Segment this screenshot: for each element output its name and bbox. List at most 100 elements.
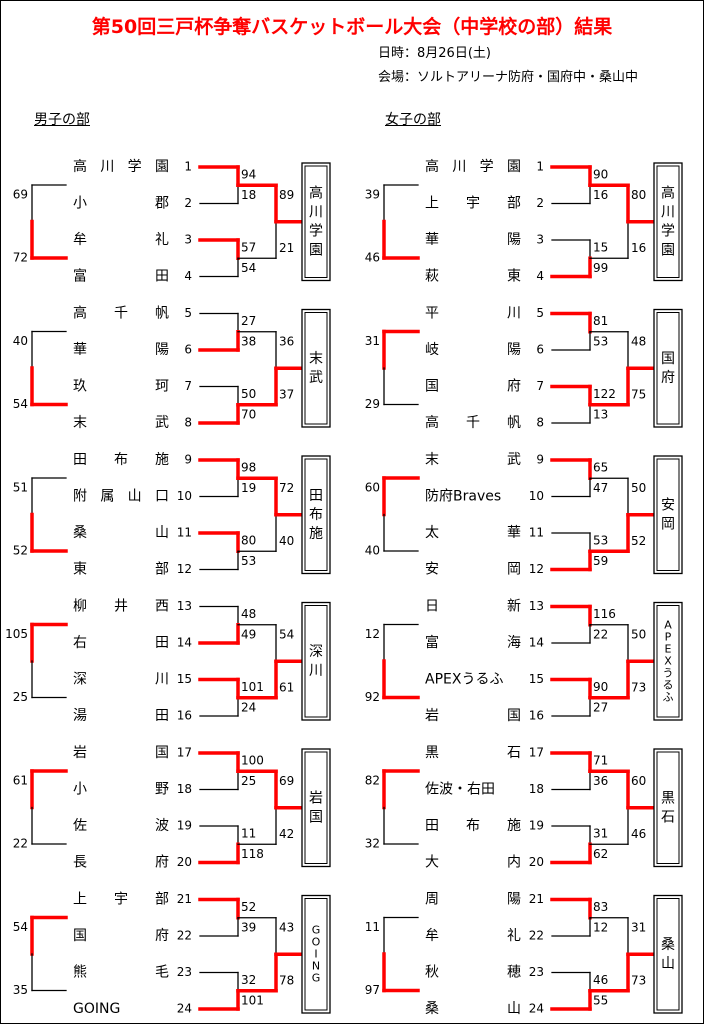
boys-block-4-r1-m2-score-top: 101 [241, 680, 264, 694]
boys-block-4-r1-m1-score-top: 48 [241, 607, 256, 621]
boys-block-6-team-4-seed: 24 [177, 1002, 192, 1016]
boys-block-4-champion-box-outer [301, 601, 331, 721]
girls-block-4-r1-m1-score-top: 116 [593, 607, 616, 621]
boys-block-6-r1-m1-score-bottom: 39 [241, 921, 256, 935]
boys-block-3-left-score-bottom: 52 [13, 544, 28, 558]
girls-block-3-r1-m2-score-top: 53 [593, 534, 608, 548]
boys-block-2-team-1-seed: 5 [184, 306, 192, 320]
boys-block-5-team-4-name: 長府 [73, 855, 169, 871]
girls-block-3-champion-box-inner [656, 458, 680, 571]
boys-block-5-team-2-name: 小野 [73, 782, 169, 798]
boys-block-1-champion-name: 高川学園 [309, 184, 323, 258]
boys-block-3-r1-m1-score-top: 98 [241, 461, 256, 475]
girls-block-4-r2-score-top: 50 [631, 627, 646, 641]
girls-block-1-r1-m1-score-bottom: 16 [593, 188, 608, 202]
boys-block-5-r1-m2-score-bottom: 118 [241, 847, 264, 861]
girls-block-5-team-3-name: 田布施 [425, 818, 521, 834]
girls-block-6-team-1-seed: 21 [529, 892, 544, 906]
date-line: 日時：8月26日(土) [378, 46, 491, 61]
boys-block-4-r1-m2-score-bottom: 24 [241, 701, 256, 715]
girls-block-1-r1-m1-score-top: 90 [593, 168, 608, 182]
boys-block-5-r2-score-top: 69 [279, 774, 294, 788]
boys-block-1-r1-m2-score-top: 57 [241, 241, 256, 255]
girls-block-6-team-4-seed: 24 [529, 1002, 544, 1016]
girls-block-2-team-4-name: 高千帆 [425, 414, 521, 431]
boys-block-3-champion-box-outer [301, 455, 331, 575]
girls-block-2-team-1-name: 平川 [425, 306, 521, 322]
boys-block-2-champion-box-inner [304, 312, 328, 425]
girls-block-5-left-score-top: 82 [365, 774, 380, 788]
boys-block-1-r1-m1-score-bottom: 18 [241, 188, 256, 202]
girls-block-1-team-1-seed: 1 [536, 160, 544, 174]
boys-block-6-champion-box-outer [301, 894, 331, 1014]
girls-block-3-team-3-seed: 11 [529, 526, 544, 540]
girls-block-2-team-3-name: 国府 [425, 379, 521, 395]
girls-block-1-team-2-seed: 2 [536, 196, 544, 210]
girls-block-4-team-4-seed: 16 [529, 709, 544, 723]
girls-block-4-team-2-seed: 14 [529, 636, 544, 650]
girls-block-1-r1-m2-score-top: 15 [593, 241, 608, 255]
girls-block-5-team-1-seed: 17 [529, 746, 544, 760]
boys-block-5-r1-m2-score-top: 11 [241, 827, 256, 841]
boys-block-1-team-2-seed: 2 [184, 196, 192, 210]
girls-block-4-team-1-name: 日新 [425, 599, 521, 615]
girls-block-1-champion-box-inner [656, 165, 680, 278]
girls-block-3-r2-score-top: 50 [631, 481, 646, 495]
girls-block-6-r1-m1-score-top: 83 [593, 900, 608, 914]
boys-block-4-r2-score-bottom: 61 [279, 680, 294, 694]
boys-block-5-champion-box-outer [301, 748, 331, 868]
boys-block-5-team-3-seed: 19 [177, 819, 192, 833]
girls-block-6-r1-m2-score-top: 46 [593, 973, 608, 987]
boys-block-6-r2-score-bottom: 78 [279, 973, 294, 987]
boys-block-5-team-2-seed: 18 [177, 782, 192, 796]
boys-block-4-champion-name: 深川 [309, 644, 323, 679]
girls-block-4-r1-m1-score-bottom: 22 [593, 628, 608, 642]
girls-block-3-champion-name: 安岡 [661, 497, 675, 532]
boys-block-1-team-3-name: 牟礼 [73, 232, 169, 248]
boys-block-4-team-3-name: 深川 [73, 672, 169, 688]
boys-block-3-r1-m2-score-bottom: 53 [241, 554, 256, 568]
girls-block-6-champion-box-outer [653, 894, 683, 1014]
girls-block-5-r1-m2-score-top: 31 [593, 827, 608, 841]
boys-block-4-team-2-seed: 14 [177, 636, 192, 650]
boys-section-heading: 男子の部 [34, 112, 90, 128]
boys-block-1-team-4-name: 富田 [73, 268, 169, 285]
boys-block-1-r1-m2-score-bottom: 54 [241, 261, 256, 275]
girls-block-2-r1-m2-score-top: 122 [593, 387, 616, 401]
boys-block-4-r2-score-top: 54 [279, 627, 294, 641]
girls-block-2-r1-m1-score-bottom: 53 [593, 335, 608, 349]
boys-block-3-team-1-seed: 9 [184, 453, 192, 467]
boys-block-6-r1-m2-score-bottom: 101 [241, 994, 264, 1008]
girls-block-6-left-score-bottom: 97 [365, 983, 380, 997]
boys-block-5-champion-box-inner [304, 751, 328, 864]
girls-block-1-left-score-top: 39 [365, 188, 380, 202]
girls-block-2-team-2-seed: 6 [536, 343, 544, 357]
girls-block-4-team-3-name: APEXうるふ [425, 672, 503, 688]
girls-block-6-r2-score-bottom: 73 [631, 973, 646, 987]
boys-block-1-team-1-seed: 1 [184, 160, 192, 174]
girls-block-5-r2-score-bottom: 46 [631, 827, 646, 841]
boys-block-6-left-score-top: 54 [13, 920, 28, 934]
girls-block-4-champion-box-outer [653, 601, 683, 721]
boys-block-1-r2-score-top: 89 [279, 188, 294, 202]
boys-block-3-r1-m1-score-bottom: 19 [241, 481, 256, 495]
boys-block-1-team-2-name: 小郡 [73, 196, 169, 212]
boys-block-1-left-score-top: 69 [13, 188, 28, 202]
boys-block-5-left-score-top: 61 [13, 774, 28, 788]
girls-block-5-champion-box-outer [653, 748, 683, 868]
girls-block-5-left-score-bottom: 32 [365, 837, 380, 851]
girls-block-2-team-3-seed: 7 [536, 379, 544, 393]
girls-block-2-left-score-bottom: 29 [365, 397, 380, 411]
boys-block-3-r1-m2-score-top: 80 [241, 534, 256, 548]
girls-block-4-team-4-name: 岩国 [425, 708, 521, 724]
girls-block-1-r2-score-top: 80 [631, 188, 646, 202]
girls-block-5-team-2-seed: 18 [529, 782, 544, 796]
girls-block-3-team-2-seed: 10 [529, 489, 544, 503]
boys-block-4-team-4-name: 湯田 [73, 707, 169, 724]
girls-block-6-team-3-name: 秋穂 [425, 965, 521, 981]
boys-block-3-team-2-seed: 10 [177, 489, 192, 503]
boys-block-2-team-2-name: 華陽 [73, 342, 169, 358]
boys-block-2-team-2-seed: 6 [184, 343, 192, 357]
